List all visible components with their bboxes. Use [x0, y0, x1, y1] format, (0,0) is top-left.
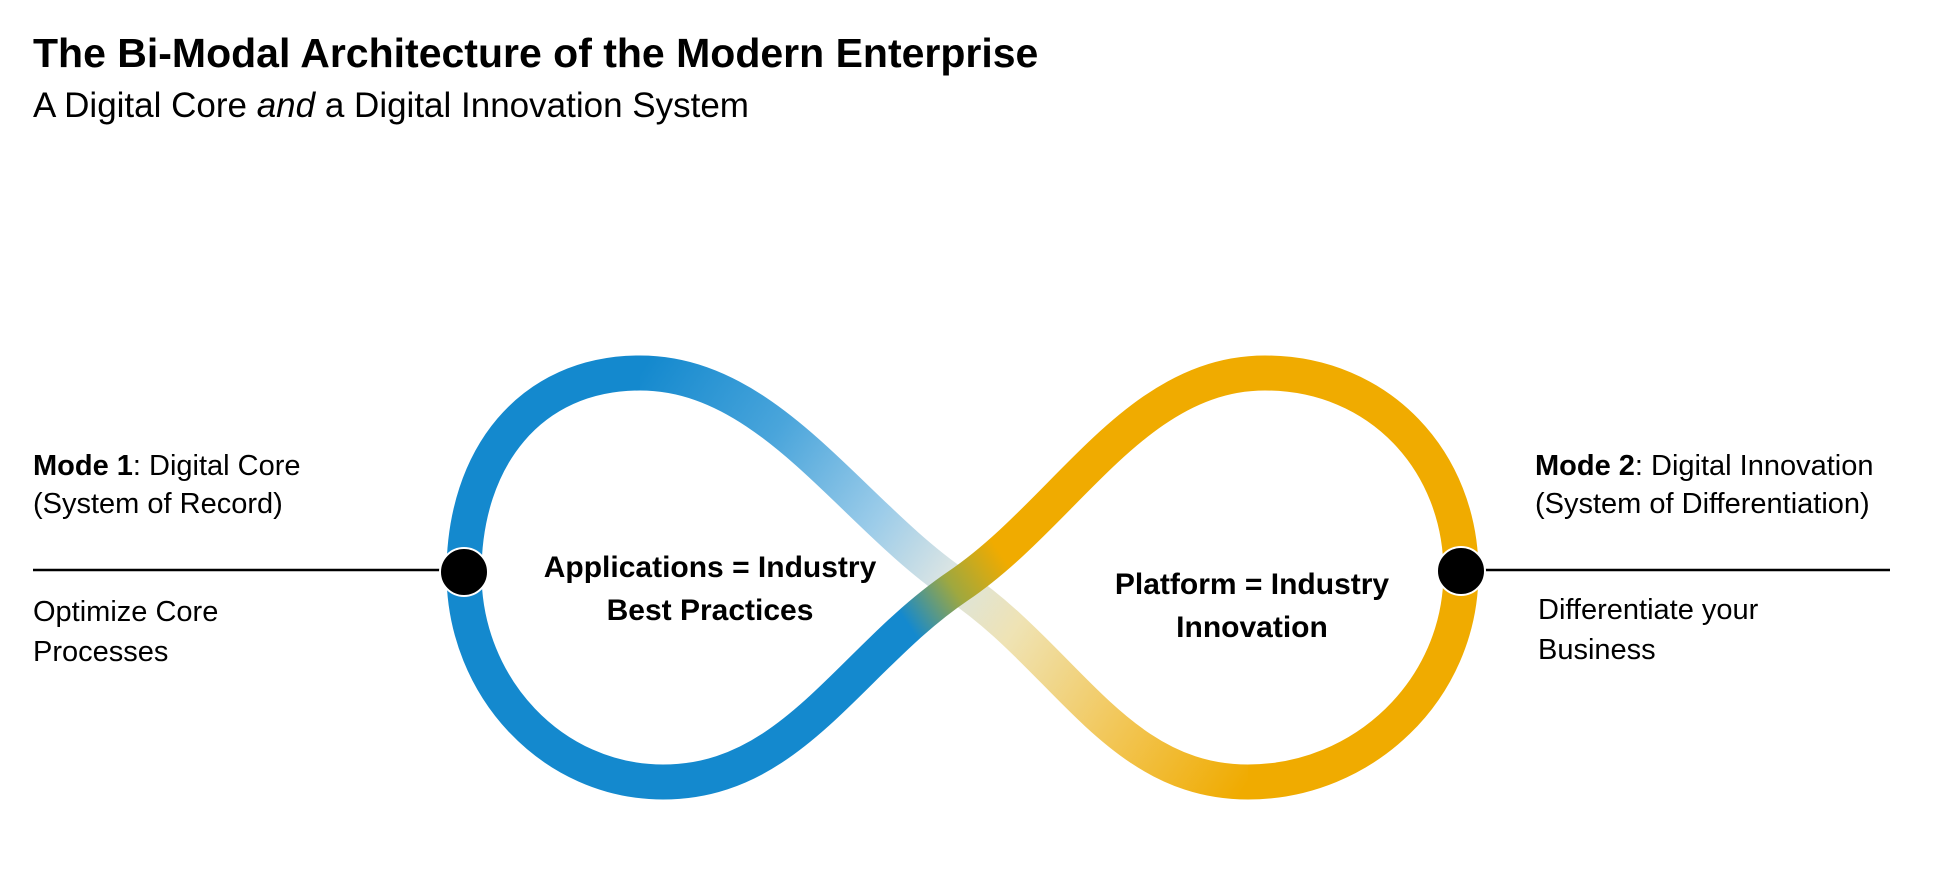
page-title: The Bi-Modal Architecture of the Modern …: [33, 30, 1039, 76]
mode1-title-line: Mode 1: Digital Core: [33, 447, 301, 485]
mode2-action: Differentiate your Business: [1538, 590, 1758, 670]
infinity-cross-strand: [662, 355, 1266, 800]
blue-loop-label-line1: Applications = Industry: [543, 551, 877, 584]
left-node-dot: [439, 547, 489, 597]
blue-loop-label: Applications = Industry Best Practices: [450, 546, 970, 632]
blue-loop-label-line2: Best Practices: [606, 594, 814, 627]
mode2-rest: : Digital Innovation: [1634, 450, 1874, 482]
mode2-title-line: Mode 2: Digital Innovation: [1535, 447, 1874, 485]
mode1-label: Mode 1: [33, 450, 133, 482]
subtitle-suffix: a Digital Innovation System: [315, 86, 749, 125]
mode1-action-line1: Optimize Core: [33, 596, 219, 628]
mode2-action-line2: Business: [1538, 634, 1656, 666]
gold-loop-label-line1: Platform = Industry: [1114, 568, 1390, 601]
subtitle-prefix: A Digital Core: [33, 86, 257, 125]
mode1-action: Optimize Core Processes: [33, 592, 218, 672]
gold-loop-label-line2: Innovation: [1176, 611, 1328, 644]
subtitle-italic-word: and: [256, 86, 316, 125]
gold-loop-label: Platform = Industry Innovation: [992, 563, 1512, 649]
mode2-action-line1: Differentiate your: [1538, 594, 1759, 626]
mode2-annotation: Mode 2: Digital Innovation (System of Di…: [1535, 447, 1874, 523]
mode1-system-line: (System of Record): [33, 488, 283, 520]
mode2-system-line: (System of Differentiation): [1535, 488, 1870, 520]
mode1-rest: : Digital Core: [132, 450, 301, 482]
mode2-label: Mode 2: [1535, 450, 1635, 482]
mode1-action-line2: Processes: [33, 636, 169, 668]
page-subtitle: A Digital Core and a Digital Innovation …: [33, 86, 749, 126]
mode1-annotation: Mode 1: Digital Core (System of Record): [33, 447, 301, 523]
right-node-dot: [1436, 546, 1486, 596]
